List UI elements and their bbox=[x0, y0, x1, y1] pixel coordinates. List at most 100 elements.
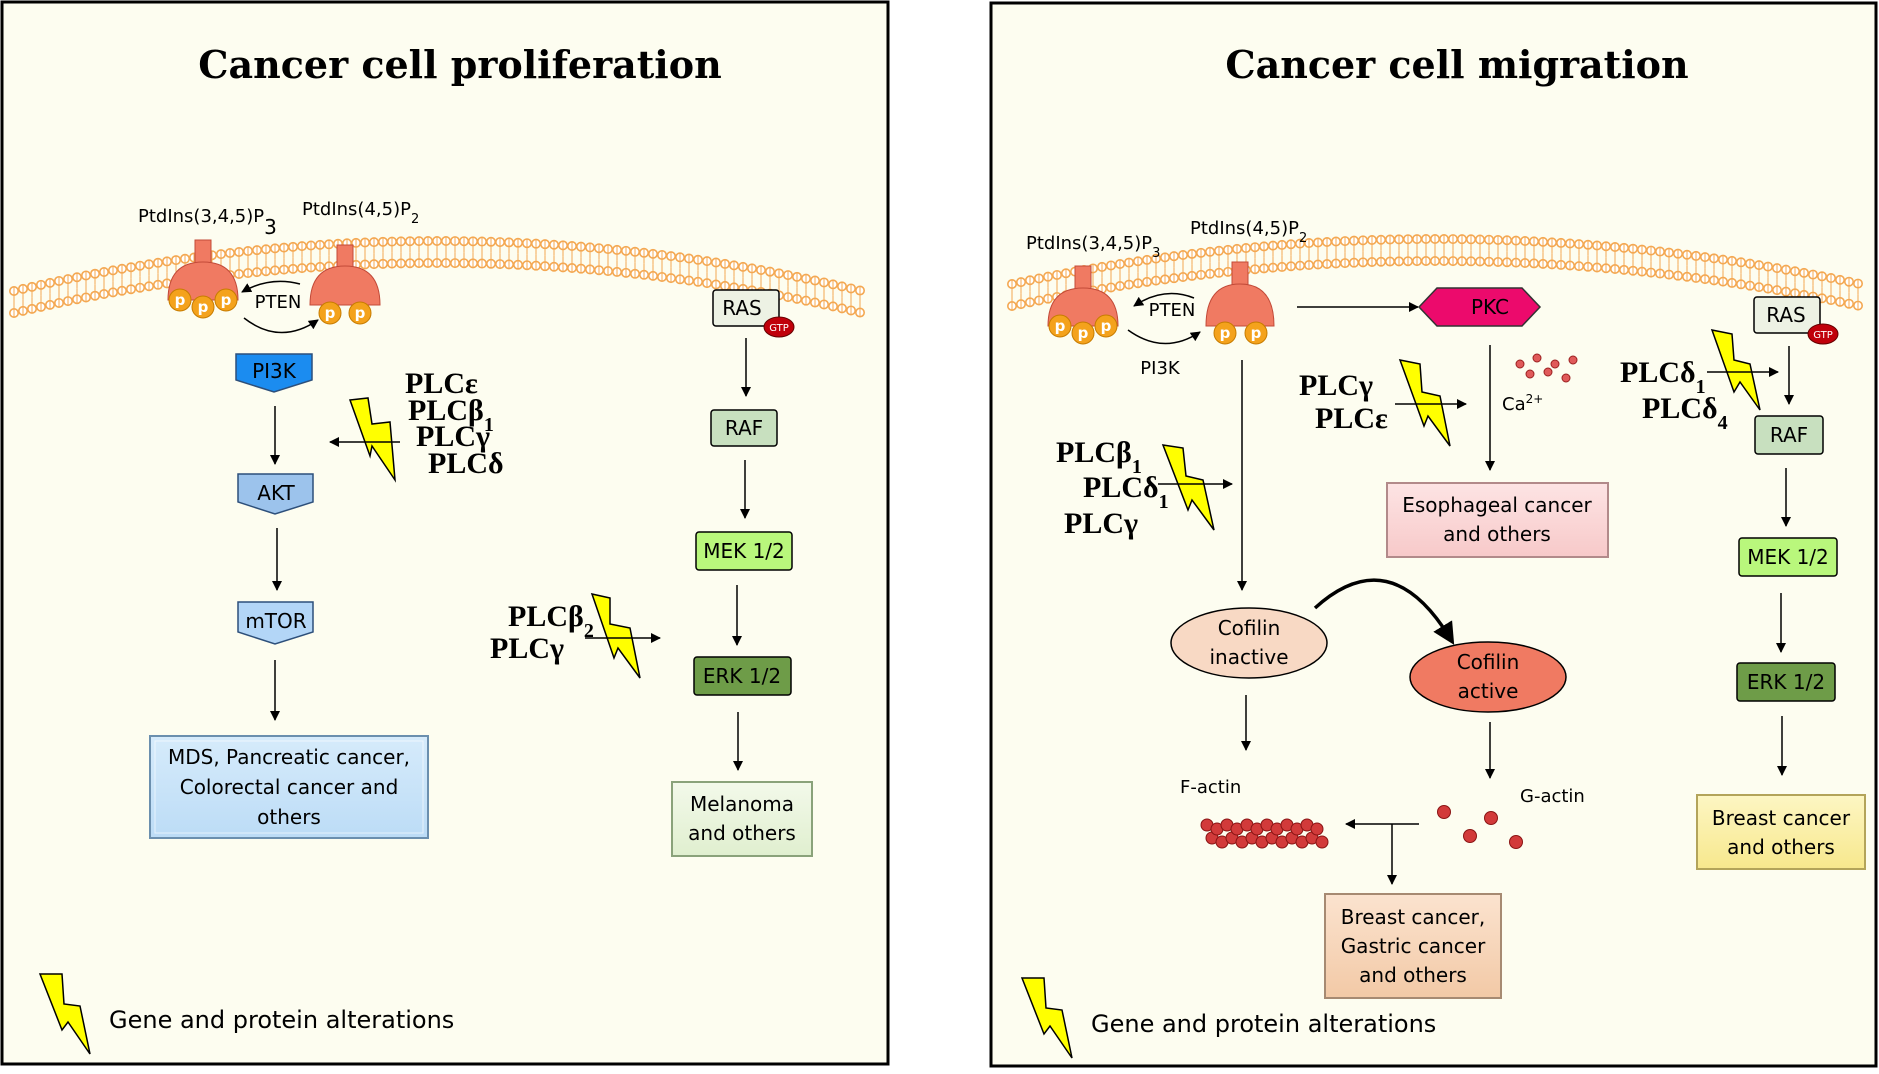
pkc-node bbox=[1417, 287, 1542, 327]
pi3k-label: PI3K bbox=[252, 359, 297, 383]
plc-label: PLCε bbox=[405, 367, 478, 400]
cofilin-active-line: active bbox=[1458, 679, 1519, 703]
mtor-label: mTOR bbox=[245, 609, 306, 633]
right-plc-group-ras: PLCδ1 PLCδ4 bbox=[1620, 356, 1728, 434]
right-erk-label: ERK 1/2 bbox=[1747, 670, 1825, 694]
left-raf-node bbox=[710, 409, 778, 447]
pkc-label: PKC bbox=[1471, 295, 1509, 319]
cofilin-inactive-line: inactive bbox=[1209, 645, 1288, 669]
cofilin-active-line: Cofilin bbox=[1457, 650, 1520, 674]
breast-line: and others bbox=[1727, 835, 1835, 859]
outcome1-line: others bbox=[257, 805, 321, 829]
right-raf-label: RAF bbox=[1770, 423, 1808, 447]
outcome1-line: Colorectal cancer and bbox=[180, 775, 399, 799]
phosphate-label: p bbox=[1101, 317, 1112, 335]
left-mek-label: MEK 1/2 bbox=[703, 539, 785, 563]
plc-label: PLCβ1 bbox=[1056, 436, 1142, 478]
phosphate-label: p bbox=[1251, 324, 1262, 342]
cofilin-inactive-node bbox=[1170, 607, 1328, 679]
pten-arrow bbox=[1133, 292, 1195, 307]
plc-label: PLCβ1 bbox=[408, 394, 494, 436]
calcium-label: Ca2+ bbox=[1502, 392, 1543, 415]
right-erk-node bbox=[1736, 662, 1836, 702]
phosphate-label: p bbox=[355, 304, 366, 322]
phosphate-label: p bbox=[1220, 324, 1231, 342]
plc-label: PLCδ1 bbox=[1620, 356, 1706, 398]
right-panel: Cancer cell migration PtdIns(3,4,5)P3 Pt… bbox=[989, 1, 1878, 1068]
akt-label: AKT bbox=[257, 481, 295, 505]
right-pi3k-label: PI3K bbox=[1140, 358, 1181, 379]
pten-arrow bbox=[241, 280, 301, 293]
gtp-label: GTP bbox=[769, 323, 789, 334]
pi3k-node bbox=[235, 353, 313, 393]
plc-label: PLCγ bbox=[1299, 369, 1373, 402]
factin-label: F-actin bbox=[1180, 777, 1241, 798]
cofilin-inactive-line: Cofilin bbox=[1218, 616, 1281, 640]
left-pten-label: PTEN bbox=[255, 292, 302, 313]
plc-label: PLCγ bbox=[416, 420, 490, 453]
left-panel: Cancer cell proliferation PtdIns(3,4,5)P… bbox=[0, 0, 890, 1066]
arrow-cofilin-activation bbox=[1313, 578, 1455, 645]
outcome1-line: MDS, Pancreatic cancer, bbox=[168, 745, 410, 769]
right-pip3-receptor: p p p bbox=[1047, 265, 1119, 345]
left-ras-node bbox=[712, 289, 780, 327]
left-erk-label: ERK 1/2 bbox=[703, 664, 781, 688]
left-pip2-label: PtdIns(4,5)P2 bbox=[302, 199, 419, 227]
right-title: Cancer cell migration bbox=[1225, 42, 1688, 87]
phosphate-label: p bbox=[198, 298, 209, 316]
gtp-badge bbox=[763, 316, 795, 338]
lightning-bolt-icon bbox=[590, 592, 641, 679]
lightning-bolt-icon bbox=[38, 973, 91, 1055]
plc-label: PLCγ bbox=[490, 632, 564, 665]
breast-outcome-box: Breast cancer and others bbox=[1696, 794, 1866, 870]
phosphate-label: p bbox=[175, 291, 186, 309]
left-pip2-receptor: p p bbox=[309, 244, 381, 325]
gtp-badge bbox=[1807, 323, 1839, 345]
esoph-line: and others bbox=[1443, 522, 1551, 546]
right-legend-text: Gene and protein alterations bbox=[1091, 1010, 1436, 1038]
left-legend-text: Gene and protein alterations bbox=[109, 1006, 454, 1034]
mtor-node bbox=[237, 601, 314, 645]
phosphate-label: p bbox=[1055, 317, 1066, 335]
left-plc-group-erk: PLCβ2 PLCγ bbox=[490, 600, 594, 665]
right-membrane bbox=[1006, 234, 1864, 311]
phosphate-label: p bbox=[325, 304, 336, 322]
gtp-label: GTP bbox=[1813, 330, 1833, 341]
pi3k-cycle-arrow bbox=[1127, 329, 1201, 345]
lightning-bolt-icon bbox=[348, 397, 396, 483]
outcome2-line: and others bbox=[688, 821, 796, 845]
esoph-line: Esophageal cancer bbox=[1402, 493, 1592, 517]
right-pip2-label: PtdIns(4,5)P2 bbox=[1190, 218, 1307, 246]
right-raf-node bbox=[1754, 415, 1824, 455]
lightning-bolt-icon bbox=[1161, 444, 1215, 531]
calcium-dots bbox=[1515, 353, 1578, 383]
pi3k-cycle-arrow bbox=[243, 317, 319, 334]
left-ras-label: RAS bbox=[722, 296, 761, 320]
breast-gastric-outcome-box: Breast cancer, Gastric cancer and others bbox=[1324, 893, 1502, 999]
left-erk-node bbox=[693, 656, 792, 696]
left-outcome-box-2: Melanoma and others bbox=[671, 781, 813, 857]
left-raf-label: RAF bbox=[725, 416, 763, 440]
right-ras-label: RAS bbox=[1766, 303, 1805, 327]
akt-node bbox=[237, 473, 314, 515]
right-mek-node bbox=[1738, 537, 1838, 577]
right-pten-label: PTEN bbox=[1149, 300, 1196, 321]
plc-label: PLCβ2 bbox=[508, 600, 594, 642]
left-pip3-label: PtdIns(3,4,5)P3 bbox=[138, 206, 277, 239]
plc-label: PLCδ4 bbox=[1642, 392, 1728, 434]
left-pip3-receptor: p p p bbox=[167, 239, 239, 319]
gactin-monomers bbox=[1437, 805, 1523, 849]
left-title: Cancer cell proliferation bbox=[198, 42, 721, 87]
lightning-bolt-icon bbox=[1020, 977, 1073, 1059]
right-plc-group-cofilin: PLCβ1 PLCδ1 PLCγ bbox=[1056, 436, 1169, 540]
plc-label: PLCδ1 bbox=[1083, 471, 1169, 513]
right-pip2-receptor: p p bbox=[1205, 261, 1275, 345]
phosphate-label: p bbox=[221, 291, 232, 309]
right-pip3-label: PtdIns(3,4,5)P3 bbox=[1026, 233, 1160, 261]
left-mek-node bbox=[695, 531, 793, 571]
breast-gastric-line: and others bbox=[1359, 963, 1467, 987]
right-mek-label: MEK 1/2 bbox=[1747, 545, 1829, 569]
lightning-bolt-icon bbox=[1710, 329, 1761, 411]
left-plc-group-akt: PLCε PLCβ1 PLCγ PLCδ bbox=[405, 367, 504, 480]
